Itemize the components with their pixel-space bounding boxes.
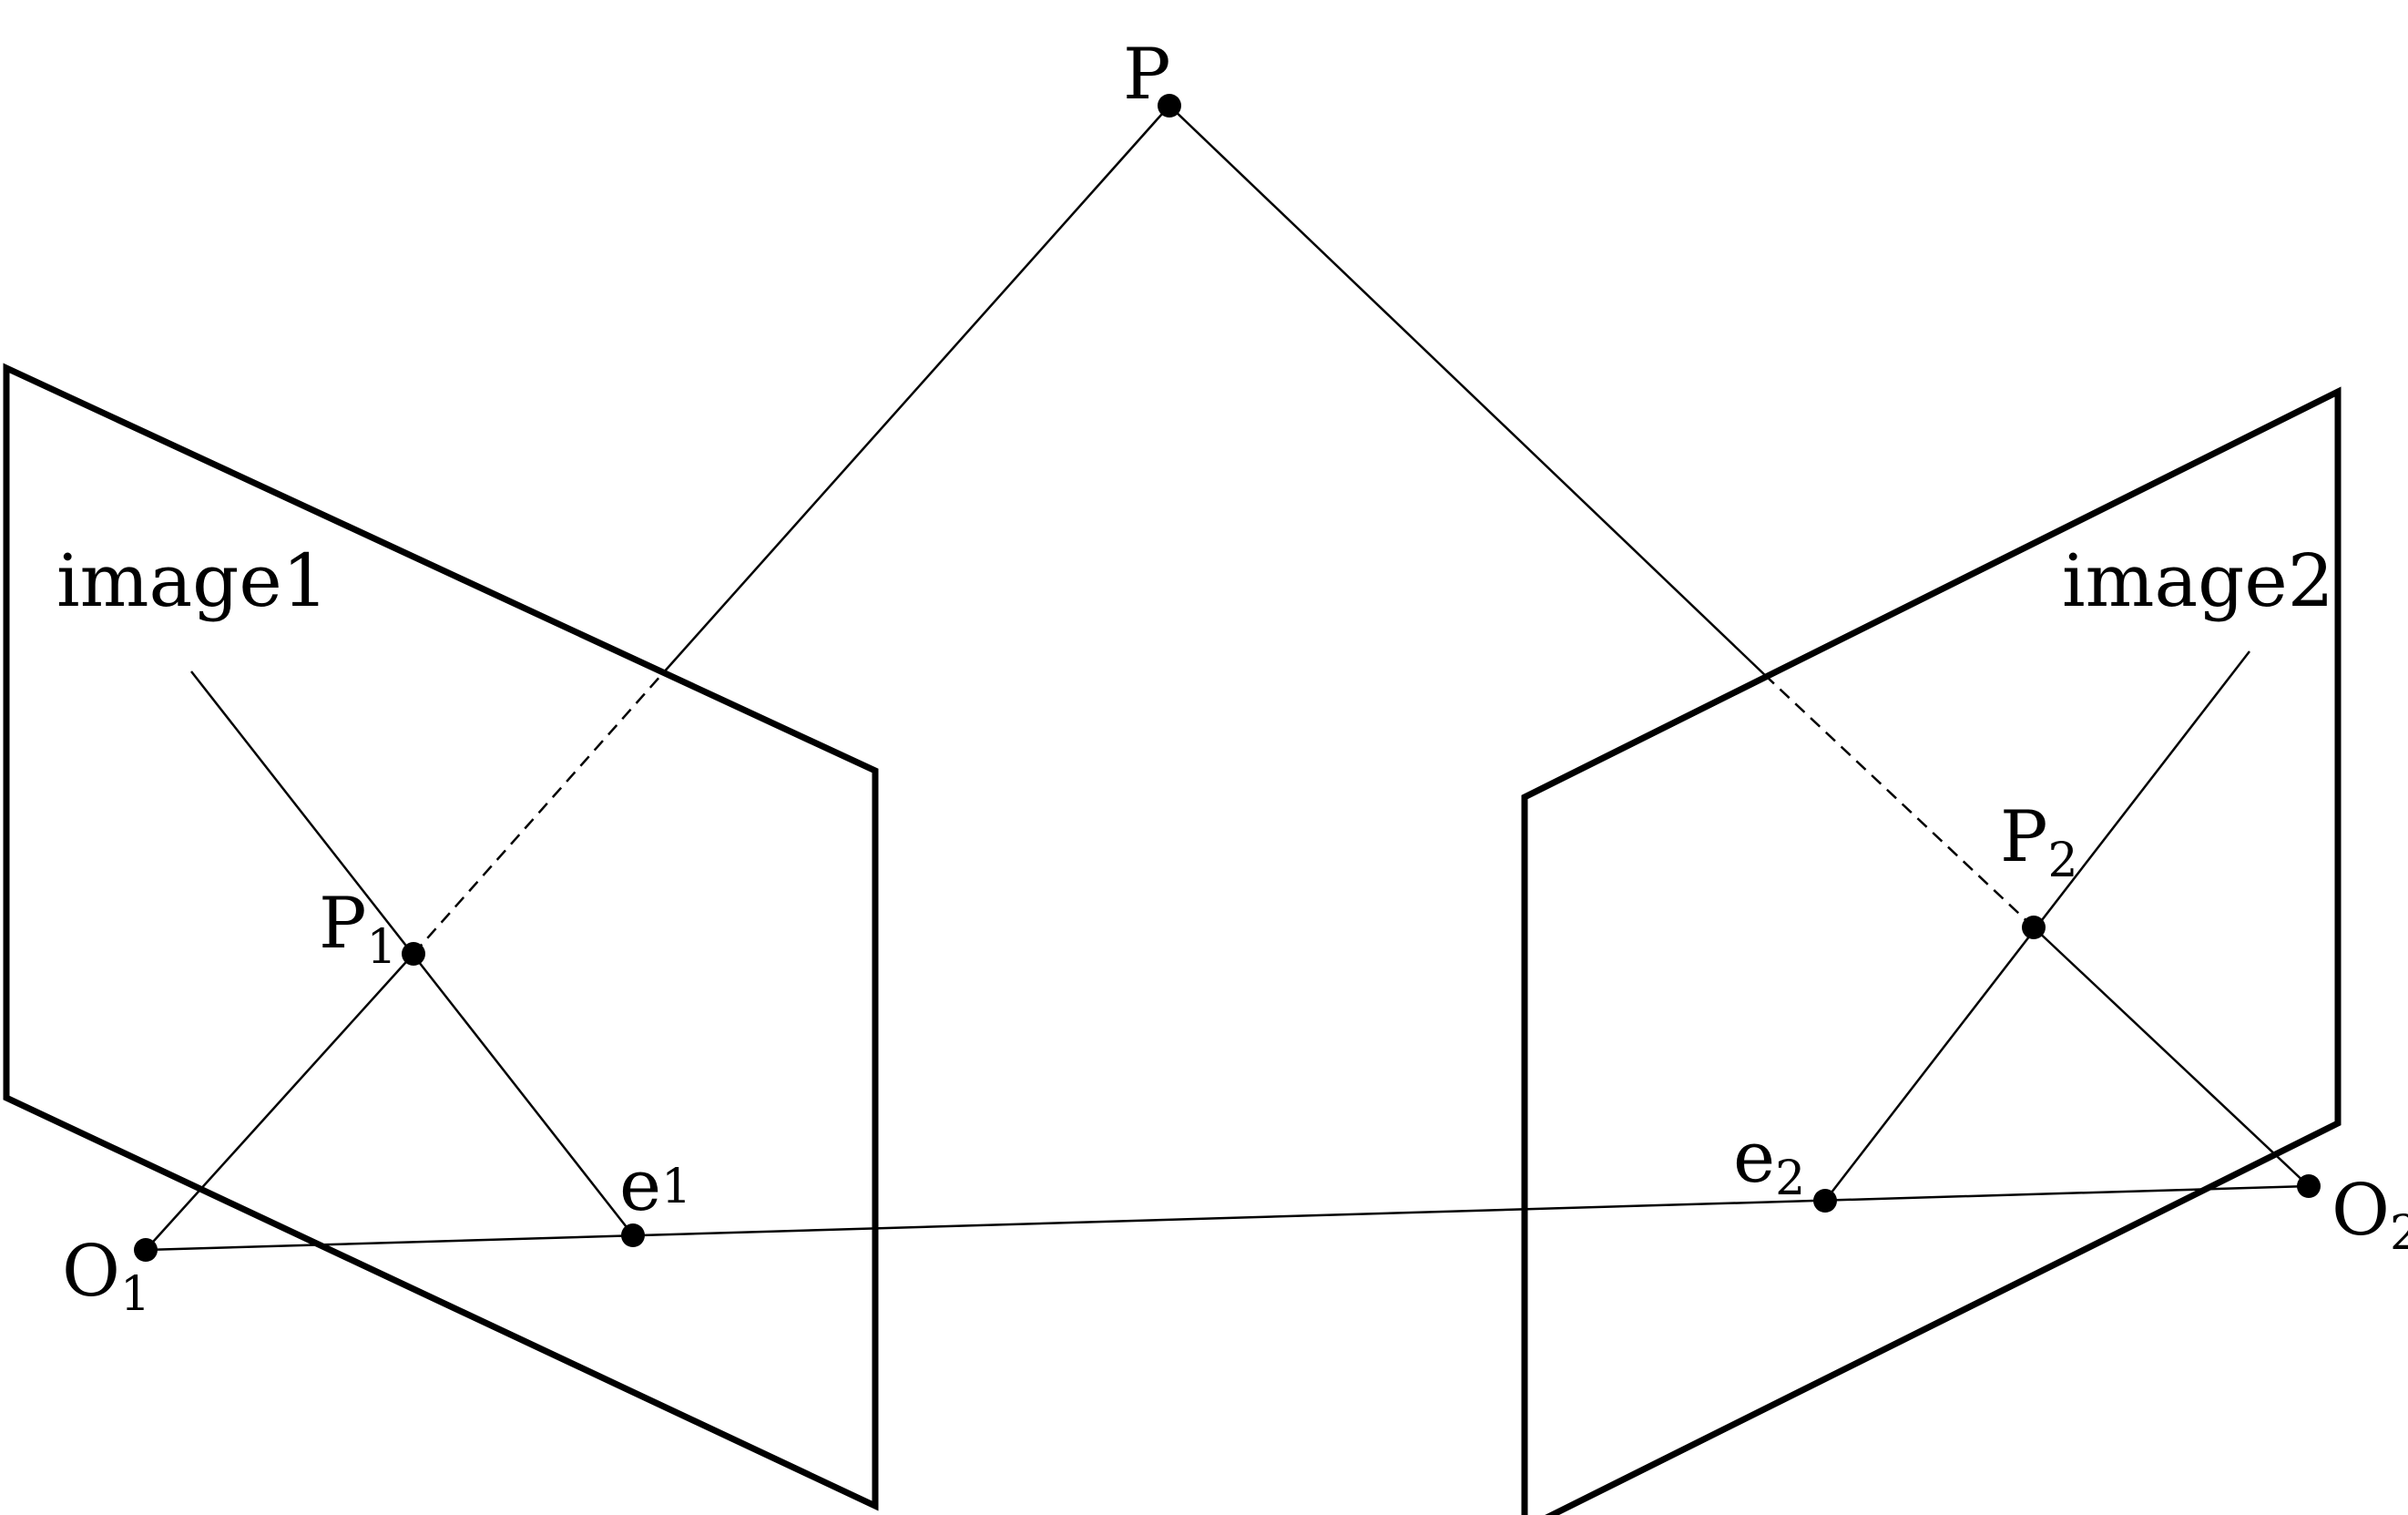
- image-plane-1: [3, 363, 879, 1511]
- label-o1: O1: [62, 1231, 150, 1322]
- point-e2: [1813, 1189, 1837, 1213]
- baseline-o1-o2: [145, 1184, 2310, 1252]
- label-o1-sub: 1: [120, 1267, 150, 1322]
- label-p: P: [1123, 34, 1170, 116]
- label-p-main: P: [1123, 34, 1170, 116]
- label-e2-sub: 2: [1775, 1152, 1805, 1206]
- label-o2-main: O: [2331, 1170, 2390, 1252]
- ray-o1-p1: [145, 953, 414, 1251]
- label-p2: P2: [2000, 796, 2078, 888]
- label-p2-sub: 2: [2047, 834, 2077, 888]
- label-e1-main: e: [619, 1145, 661, 1227]
- ray-o2-p2: [2033, 926, 2310, 1187]
- label-p1-main: P: [319, 883, 366, 965]
- label-e2: e2: [1733, 1117, 1805, 1206]
- ray-p2-plane2-dashed: [1766, 676, 2035, 928]
- label-p1-sub: 1: [366, 920, 396, 975]
- point-o2: [2297, 1174, 2321, 1198]
- point-p: [1158, 94, 1181, 118]
- label-o2-sub: 2: [2390, 1206, 2408, 1261]
- label-image2: image2: [2062, 538, 2334, 623]
- point-p1: [402, 942, 425, 966]
- label-e2-main: e: [1733, 1117, 1775, 1199]
- point-o1: [134, 1238, 158, 1262]
- ray-plane2-p: [1168, 105, 1768, 678]
- label-p1: P1: [319, 883, 397, 975]
- label-p2-main: P: [2000, 796, 2047, 878]
- label-o1-main: O: [62, 1231, 120, 1313]
- label-o2: O2: [2331, 1170, 2408, 1261]
- label-e1-sub: 1: [661, 1160, 691, 1214]
- ray-plane1-p: [661, 105, 1170, 675]
- label-e1: e1: [619, 1145, 691, 1227]
- point-p2: [2022, 916, 2046, 939]
- ray-p1-plane1-dashed: [413, 673, 663, 955]
- image-plane-2: [1521, 386, 2342, 1515]
- point-e1: [621, 1223, 645, 1247]
- label-image1: image1: [56, 538, 329, 623]
